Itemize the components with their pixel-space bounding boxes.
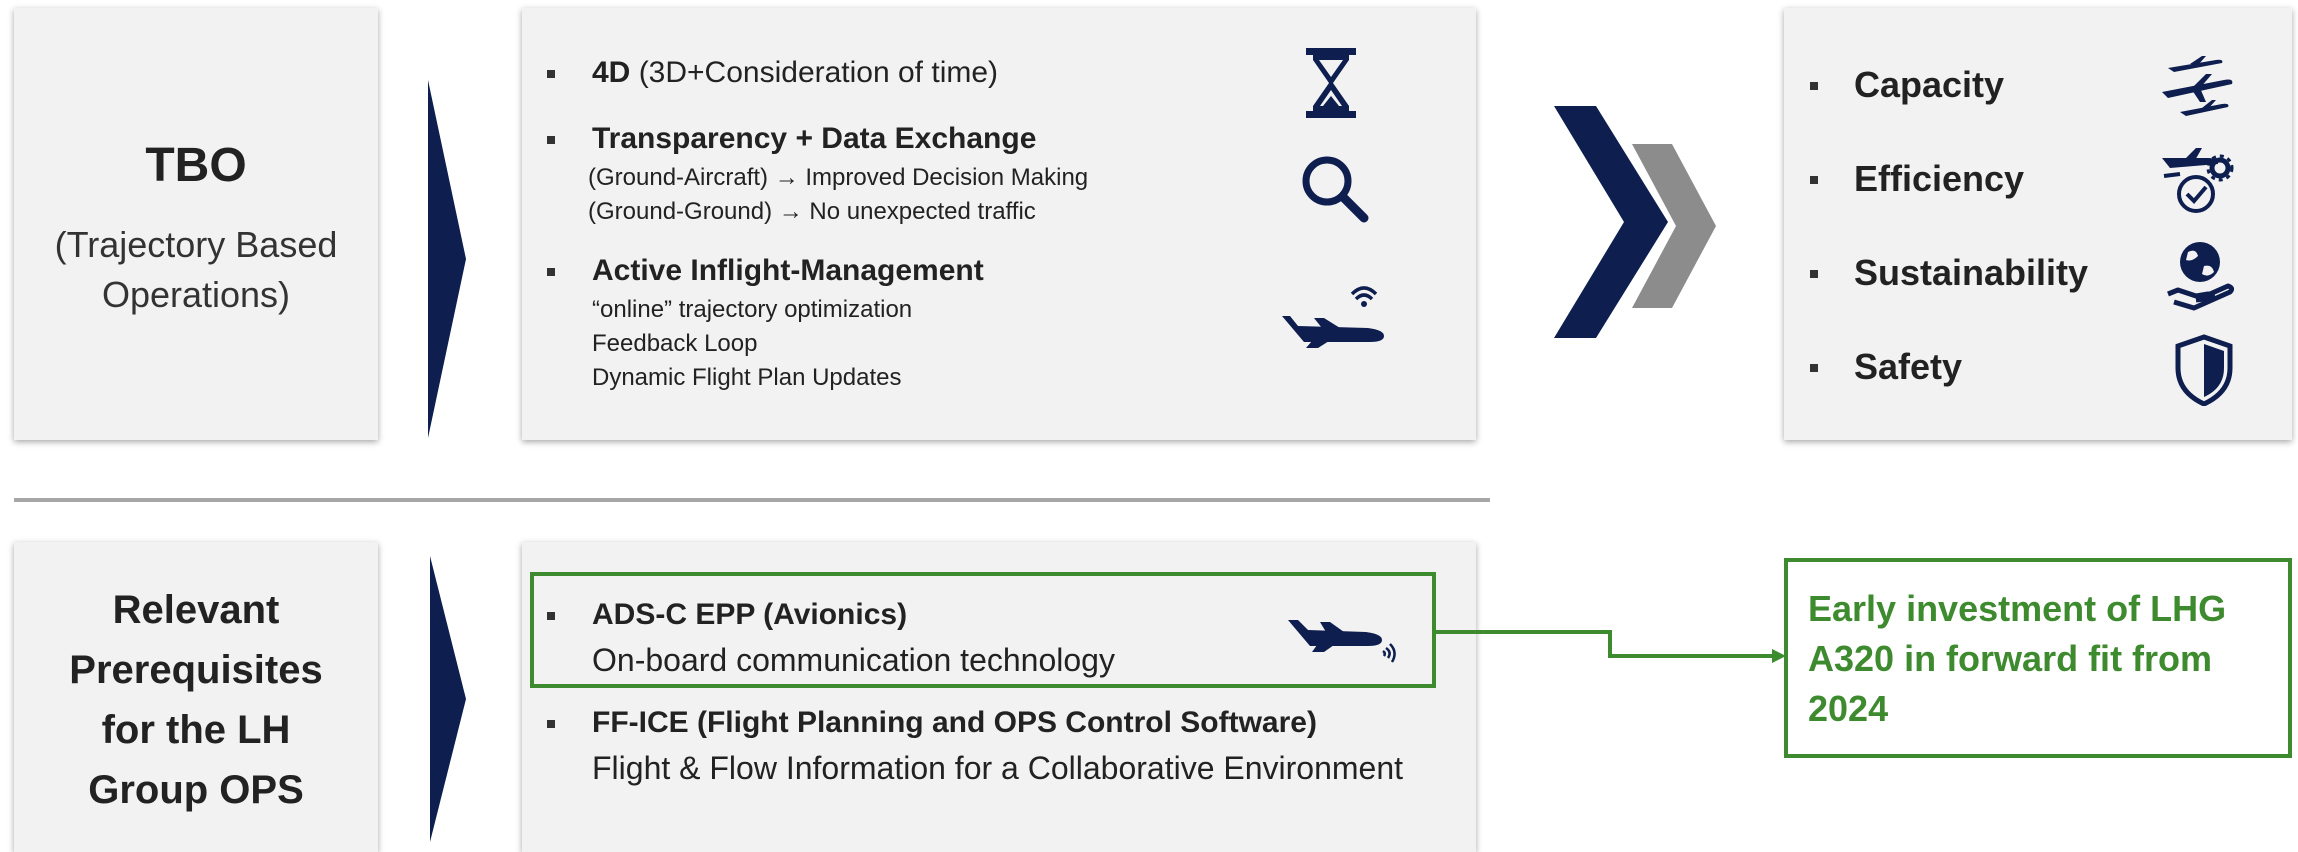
tbo-title: TBO bbox=[145, 139, 247, 192]
tbo-subtitle: (Trajectory Based Operations) bbox=[54, 224, 338, 315]
plane-gear-check-icon bbox=[2162, 148, 2234, 213]
adsc-highlight-frame bbox=[530, 572, 1436, 688]
bullet bbox=[547, 268, 555, 276]
adsc-title: ADS-C EPP (Avionics) bbox=[592, 598, 908, 631]
callout-text: Early investment of LHG A320 in forward … bbox=[1808, 588, 2227, 729]
tbo-box: TBO (Trajectory Based Operations) bbox=[14, 8, 378, 440]
adsc-description: On-board communication technology bbox=[592, 642, 1115, 678]
feature-inflight-line-1: “online” trajectory optimization bbox=[592, 296, 913, 323]
feature-inflight-line-3: Dynamic Flight Plan Updates bbox=[592, 364, 902, 391]
connected-plane-icon bbox=[1282, 286, 1384, 348]
bullet bbox=[547, 136, 555, 144]
benefit-label: Safety bbox=[1854, 346, 1963, 387]
prereq-title-line: Relevant bbox=[112, 588, 280, 632]
plane-signal-icon bbox=[1288, 620, 1396, 663]
prereq-box: Relevant Prerequisites for the LH Group … bbox=[14, 542, 378, 852]
feature-transparency-line-2: (Ground-Ground) → No unexpected traffic bbox=[588, 198, 1036, 225]
navy-triangle-top bbox=[428, 80, 466, 438]
benefit-label: Sustainability bbox=[1854, 252, 2089, 293]
feature-4d: 4D (3D+Consideration of time) bbox=[592, 56, 998, 90]
bullet bbox=[1810, 270, 1818, 278]
tbo-features-box: 4D (3D+Consideration of time) Transparen… bbox=[522, 8, 1476, 440]
bullet bbox=[547, 70, 555, 78]
globe-hand-icon bbox=[2167, 242, 2234, 311]
feature-transparency-title: Transparency + Data Exchange bbox=[592, 122, 1037, 155]
bullet bbox=[1810, 82, 1818, 90]
navy-triangle-bottom bbox=[430, 556, 466, 842]
benefit-label: Efficiency bbox=[1854, 158, 2025, 199]
hourglass-icon bbox=[1306, 48, 1356, 118]
feature-detail: (3D+Consideration of time) bbox=[630, 56, 999, 89]
magnifier-icon bbox=[1302, 156, 1369, 223]
benefit-label: Capacity bbox=[1854, 64, 2005, 105]
benefits-box: Capacity Efficiency Sustainability Safet… bbox=[1784, 8, 2292, 440]
ffice-description: Flight & Flow Information for a Collabor… bbox=[592, 750, 1404, 786]
shield-icon bbox=[2175, 334, 2233, 406]
connector-arrow bbox=[1436, 630, 1786, 663]
double-chevron-arrow bbox=[1554, 106, 1716, 338]
bullet bbox=[1810, 364, 1818, 372]
prereq-title-line: Group OPS bbox=[88, 768, 304, 812]
callout-box: Early investment of LHG A320 in forward … bbox=[1784, 558, 2292, 758]
bullet bbox=[547, 720, 555, 728]
prereq-items-box: ADS-C EPP (Avionics) On-board communicat… bbox=[522, 542, 1476, 852]
feature-inflight-line-2: Feedback Loop bbox=[592, 330, 758, 357]
bullet bbox=[1810, 176, 1818, 184]
feature-title: 4D bbox=[592, 56, 631, 89]
prereq-title: Relevant Prerequisites for the LH Group … bbox=[14, 580, 378, 820]
bullet bbox=[547, 612, 555, 620]
feature-inflight-title: Active Inflight-Management bbox=[592, 254, 984, 287]
prereq-title-line: Prerequisites bbox=[69, 648, 323, 692]
planes-icon bbox=[2162, 56, 2233, 116]
ffice-title: FF-ICE (Flight Planning and OPS Control … bbox=[592, 706, 1317, 739]
prereq-title-line: for the LH bbox=[101, 708, 291, 752]
feature-transparency-line-1: (Ground-Aircraft) → Improved Decision Ma… bbox=[588, 164, 1089, 191]
section-divider bbox=[14, 498, 1490, 502]
